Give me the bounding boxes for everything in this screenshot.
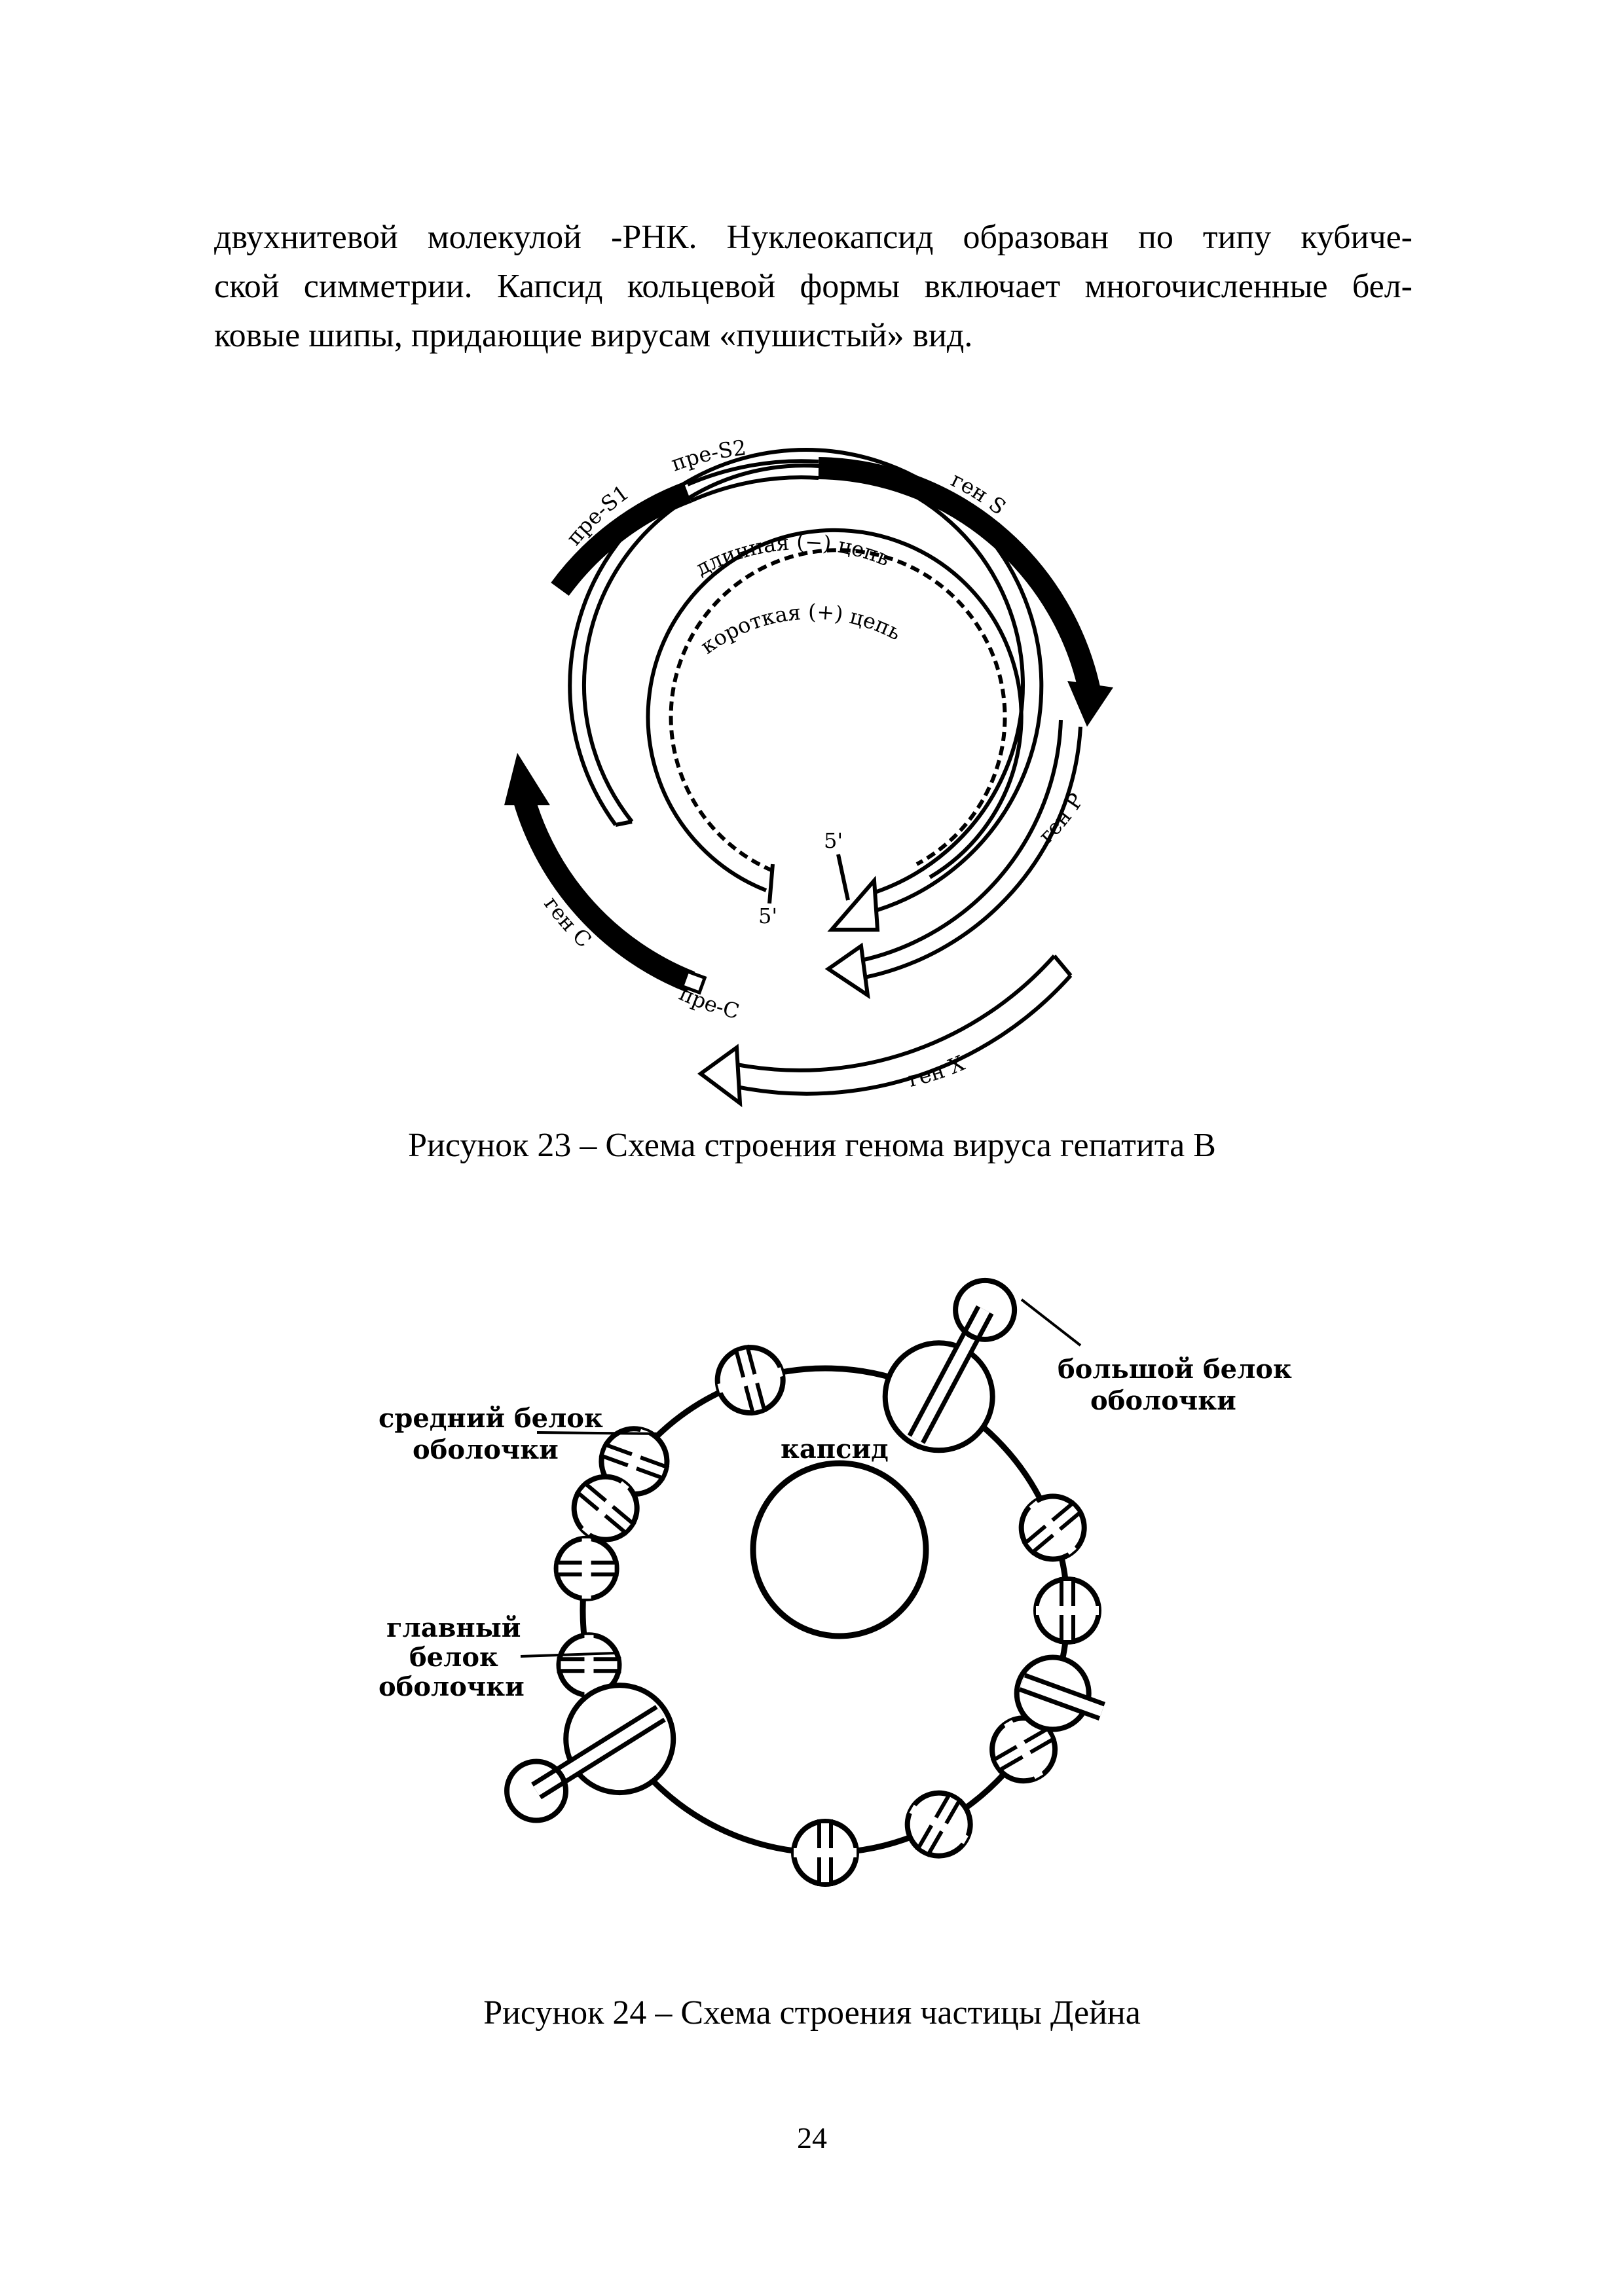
paragraph-line-1: двухнитевой молекулой -РНК. Нуклеокапсид… bbox=[214, 219, 1412, 256]
leader-medium-protein bbox=[536, 1431, 662, 1435]
gene-s-segment bbox=[818, 457, 1101, 697]
gene-p-arrow bbox=[824, 720, 1082, 1000]
gene-c-arrow bbox=[504, 753, 707, 995]
pre-s2-segment bbox=[686, 459, 819, 486]
capsid-circle bbox=[750, 1460, 929, 1639]
short-strand-ring bbox=[646, 528, 1024, 904]
paragraph-line-2: ской симметрии. Капсид кольцевой формы в… bbox=[214, 268, 1412, 305]
envelope-protein-knob bbox=[571, 1474, 640, 1542]
label-large-protein-1: большой белок bbox=[1058, 1354, 1292, 1385]
five-prime-tick-1 bbox=[767, 864, 775, 904]
envelope-protein-knob bbox=[1018, 1493, 1087, 1562]
body-paragraph: двухнитевой молекулой -РНК. Нуклеокапсид… bbox=[214, 213, 1412, 360]
figure-23-genome-diagram: пре-S2 пре-S1 ген S длинная (−) цепь кор… bbox=[504, 435, 1113, 1108]
label-five-prime-top: 5' bbox=[824, 828, 843, 853]
envelope-proteins bbox=[504, 1277, 1105, 1887]
figure-24-caption: Рисунок 24 – Схема строения частицы Дейн… bbox=[483, 1994, 1141, 2032]
label-main-protein-3: оболочки bbox=[378, 1671, 525, 1702]
pre-s2-segment-inner bbox=[690, 475, 819, 503]
pre-s1-segment bbox=[551, 482, 692, 596]
figure-23-caption: Рисунок 23 – Схема строения генома вирус… bbox=[408, 1127, 1216, 1164]
label-main-protein-2: белок bbox=[409, 1642, 498, 1673]
label-five-prime-bottom: 5' bbox=[758, 903, 777, 928]
envelope-protein-knob bbox=[989, 1715, 1058, 1784]
leader-large-protein bbox=[1020, 1298, 1082, 1347]
long-strand-ring bbox=[568, 448, 1044, 932]
paragraph-line-3: ковые шипы, придающие вирусам «пушистый»… bbox=[214, 317, 973, 354]
figure-24-dane-particle: средний белок оболочки большой белок обо… bbox=[378, 1277, 1292, 1887]
gene-s-arrowhead bbox=[1067, 681, 1113, 727]
outer-envelope-ring bbox=[551, 457, 1113, 727]
leader-main-protein bbox=[520, 1652, 616, 1658]
large-envelope-protein bbox=[1014, 1654, 1105, 1732]
envelope-protein-knob bbox=[1033, 1576, 1101, 1645]
gene-x-arrow bbox=[697, 955, 1073, 1108]
five-prime-tick-2 bbox=[836, 854, 850, 901]
large-envelope-protein bbox=[882, 1277, 1018, 1453]
envelope-protein-knob bbox=[791, 1819, 859, 1887]
envelope-protein-knob bbox=[904, 1790, 973, 1859]
envelope-protein-knob bbox=[714, 1344, 786, 1416]
envelope-protein-knob bbox=[553, 1535, 619, 1601]
label-large-protein-2: оболочки bbox=[1090, 1385, 1236, 1416]
large-envelope-protein bbox=[504, 1683, 676, 1823]
long-strand-arrowhead bbox=[827, 875, 880, 932]
page-number: 24 bbox=[797, 2121, 827, 2155]
label-capsid: капсид bbox=[781, 1434, 889, 1465]
label-medium-protein-1: средний белок bbox=[378, 1403, 603, 1434]
label-medium-protein-2: оболочки bbox=[413, 1434, 559, 1465]
label-main-protein-1: главный bbox=[386, 1613, 521, 1643]
